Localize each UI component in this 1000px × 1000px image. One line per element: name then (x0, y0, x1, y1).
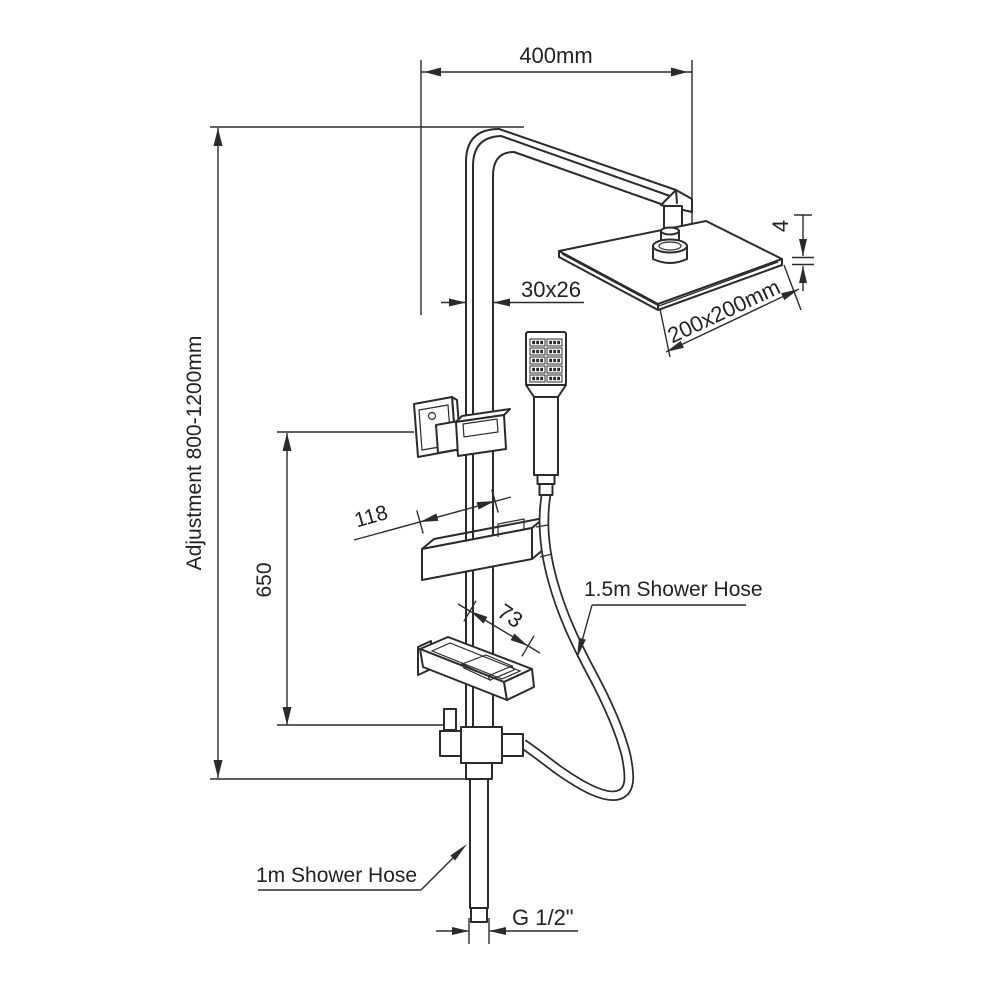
outlet-thread-label: G 1/2" (512, 905, 574, 930)
dimension-height-adjustment: Adjustment 800-1200mm (183, 128, 223, 778)
wall-bracket (413, 396, 511, 458)
shelf-bar (421, 512, 545, 581)
riser-section-label: 30x26 (521, 277, 581, 302)
dimension-riser-section: 30x26 (441, 277, 584, 307)
diverter-hose-outlet (501, 733, 524, 757)
shower-hose-1-5m (520, 494, 635, 801)
riser-pipe (465, 128, 677, 728)
leader-hose-upper: 1.5m Shower Hose (577, 578, 763, 658)
dimension-top-width: 400mm (421, 43, 692, 77)
shower-hose-1m (469, 778, 489, 923)
head-thickness-label: 4 (768, 220, 793, 232)
diverter-valve (439, 708, 503, 780)
shelf-length-label: 118 (352, 501, 391, 532)
top-width-label: 400mm (519, 43, 592, 68)
height-adjustment-label: Adjustment 800-1200mm (183, 336, 206, 571)
hose-upper-label: 1.5m Shower Hose (584, 578, 763, 601)
dimension-shelf-length: 118 (352, 489, 512, 541)
leader-hose-lower: 1m Shower Hose (256, 844, 467, 891)
dimension-650: 650 (253, 433, 292, 725)
dimension-outlet-thread: G 1/2" (436, 905, 578, 944)
dimension-head-thickness: 4 (768, 214, 814, 291)
mid-height-label: 650 (253, 562, 276, 597)
extension-lines (210, 60, 693, 780)
showerhead-connector (652, 226, 688, 264)
soap-dish (417, 636, 535, 701)
hand-shower (525, 331, 567, 496)
hose-lower-label: 1m Shower Hose (256, 864, 417, 887)
shower-arm-end (660, 189, 693, 231)
